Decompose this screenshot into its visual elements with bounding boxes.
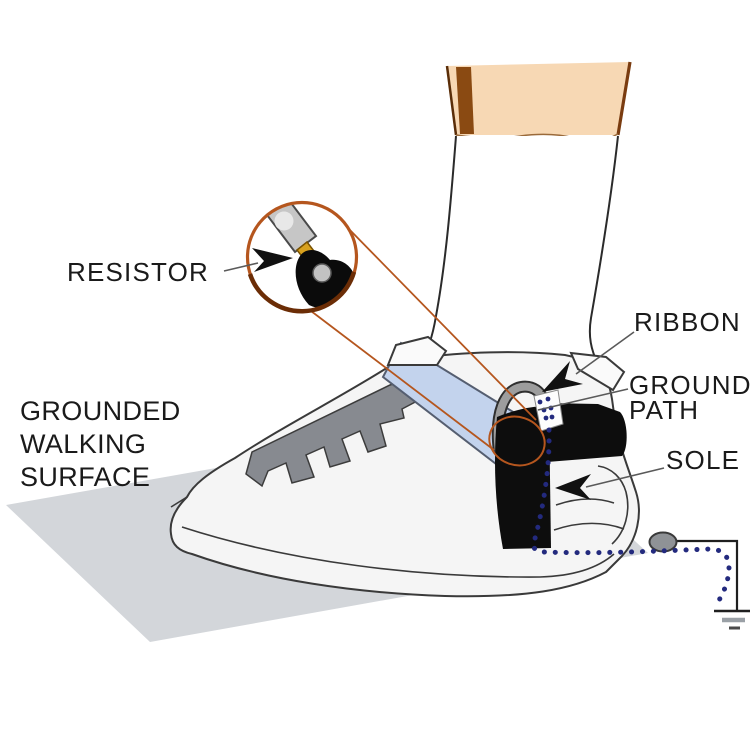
heel-sole-line2 bbox=[553, 522, 625, 531]
leg-outline-left bbox=[445, 65, 458, 136]
leg-outline-right bbox=[616, 61, 632, 136]
heel-cup-line bbox=[597, 465, 629, 545]
ground-wire bbox=[668, 539, 739, 611]
sock-outline-right bbox=[588, 135, 619, 365]
magnifier-ring-shadow bbox=[247, 271, 357, 314]
magnified-rivet bbox=[312, 263, 332, 283]
label-resistor: RESISTOR bbox=[67, 257, 209, 287]
resistor-arrowhead-icon bbox=[252, 248, 293, 272]
sock bbox=[421, 136, 618, 364]
grounding-snap bbox=[648, 531, 678, 553]
label-surface: SURFACE bbox=[20, 462, 150, 492]
label-walking: WALKING bbox=[20, 429, 146, 459]
sole-leader-line bbox=[585, 467, 665, 488]
magnified-snap bbox=[274, 211, 294, 231]
ground-path-leader-line bbox=[537, 388, 629, 411]
heel-grounder-vertical-band bbox=[495, 406, 551, 549]
label-grounded: GROUNDED bbox=[20, 396, 181, 426]
label-path: PATH bbox=[629, 395, 699, 425]
heel-grounder-back-band bbox=[546, 403, 627, 462]
label-ribbon: RIBBON bbox=[634, 307, 741, 337]
label-sole: SOLE bbox=[666, 445, 740, 475]
label-ground: GROUND bbox=[629, 370, 750, 400]
magnifier-source-ellipse bbox=[488, 415, 546, 467]
ribbon-arrowhead-icon bbox=[542, 361, 583, 392]
toe-crease bbox=[170, 496, 188, 508]
pants-stripe bbox=[456, 67, 474, 134]
resistor-leader-line bbox=[223, 262, 259, 272]
magnifier-callout-line-top bbox=[345, 225, 537, 421]
collar-flap bbox=[386, 335, 448, 366]
leg bbox=[447, 62, 630, 135]
heel-sole-line1 bbox=[555, 498, 615, 506]
sole-arrowhead-icon bbox=[555, 474, 591, 500]
ribbon-leader-line bbox=[575, 331, 635, 375]
ground-path-dots bbox=[531, 427, 732, 608]
sole-seam bbox=[181, 526, 615, 578]
magnifier-callout-line-bottom bbox=[310, 310, 495, 451]
